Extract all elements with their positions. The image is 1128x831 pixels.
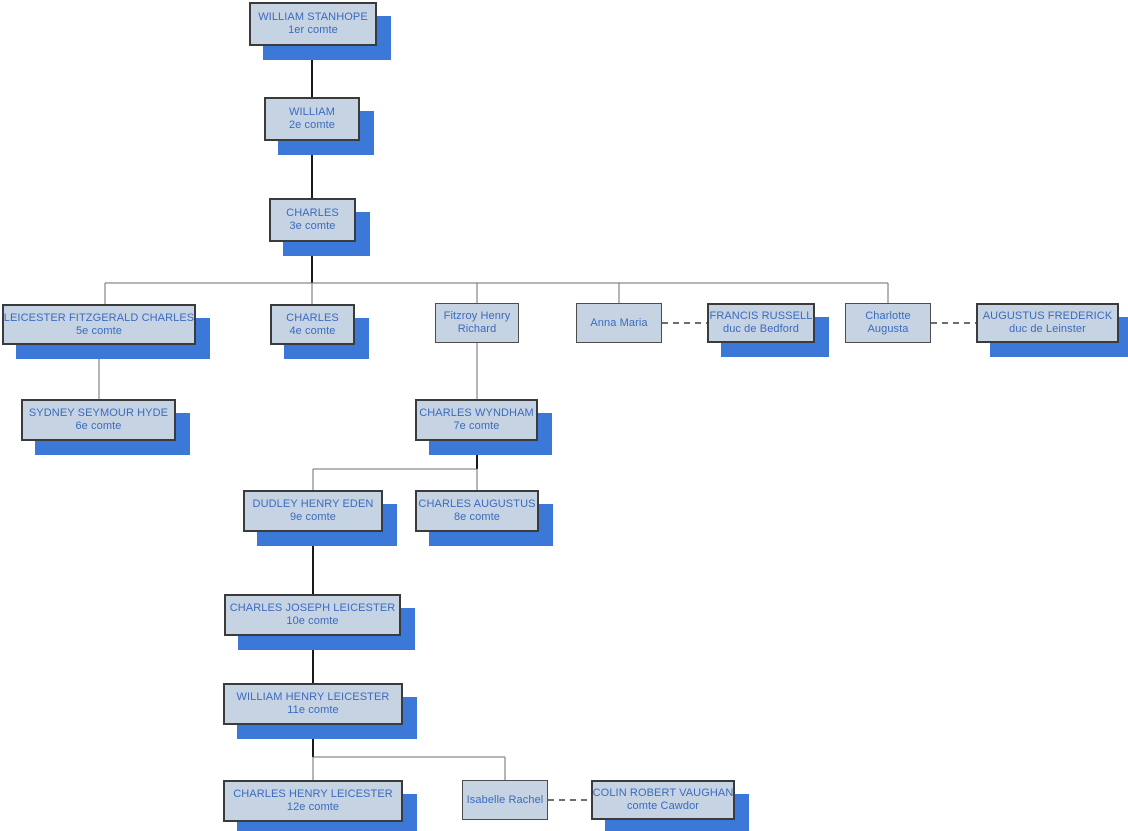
person-name: CHARLES HENRY LEICESTER xyxy=(233,788,393,800)
person-title: 7e comte xyxy=(453,420,500,432)
person-name: Anna Maria xyxy=(590,316,648,329)
person-title: duc de Bedford xyxy=(722,323,799,335)
person-title: 9e comte xyxy=(289,511,337,523)
person-node[interactable]: Isabelle Rachel xyxy=(462,780,548,820)
person-title: 12e comte xyxy=(286,801,340,813)
person-name: CHARLES WYNDHAM xyxy=(419,407,534,419)
person-name: FRANCIS RUSSELL xyxy=(709,310,813,322)
person-name: Isabelle Rachel xyxy=(466,793,544,806)
person-name: Fitzroy Henry xyxy=(443,310,511,322)
person-name: CHARLES xyxy=(286,207,339,219)
person-name: CHARLES AUGUSTUS xyxy=(418,498,536,510)
person-title: 8e comte xyxy=(453,511,501,523)
person-title: duc de Leinster xyxy=(1009,323,1086,335)
person-name: WILLIAM HENRY LEICESTER xyxy=(236,691,390,703)
person-name: COLIN ROBERT VAUGHAN xyxy=(592,787,734,799)
person-name: WILLIAM STANHOPE xyxy=(258,11,368,23)
person-name: LEICESTER FITZGERALD CHARLES xyxy=(3,311,195,324)
person-name: CHARLES xyxy=(286,311,339,324)
person-title: 11e comte xyxy=(287,704,339,716)
person-title: 2e comte xyxy=(288,119,336,131)
person-node[interactable]: Anna Maria xyxy=(576,303,662,343)
person-title: 10e comte xyxy=(286,615,339,627)
person-name: WILLIAM xyxy=(289,106,335,118)
person-title: 3e comte xyxy=(289,220,336,232)
person-title: 6e comte xyxy=(75,420,122,432)
person-title: Augusta xyxy=(867,323,909,335)
person-name: DUDLEY HENRY EDEN xyxy=(252,498,374,510)
person-title: 4e comte xyxy=(289,324,336,337)
person-title: 5e comte xyxy=(75,324,123,337)
person-name: CHARLES JOSEPH LEICESTER xyxy=(229,602,396,614)
person-name: SYDNEY SEYMOUR HYDE xyxy=(28,407,169,419)
person-title: 1er comte xyxy=(288,24,338,36)
person-title: comte Cawdor xyxy=(626,800,700,812)
person-name: Charlotte xyxy=(865,310,911,322)
person-name: AUGUSTUS FREDERICK xyxy=(982,310,1113,322)
person-title: Richard xyxy=(457,323,497,335)
